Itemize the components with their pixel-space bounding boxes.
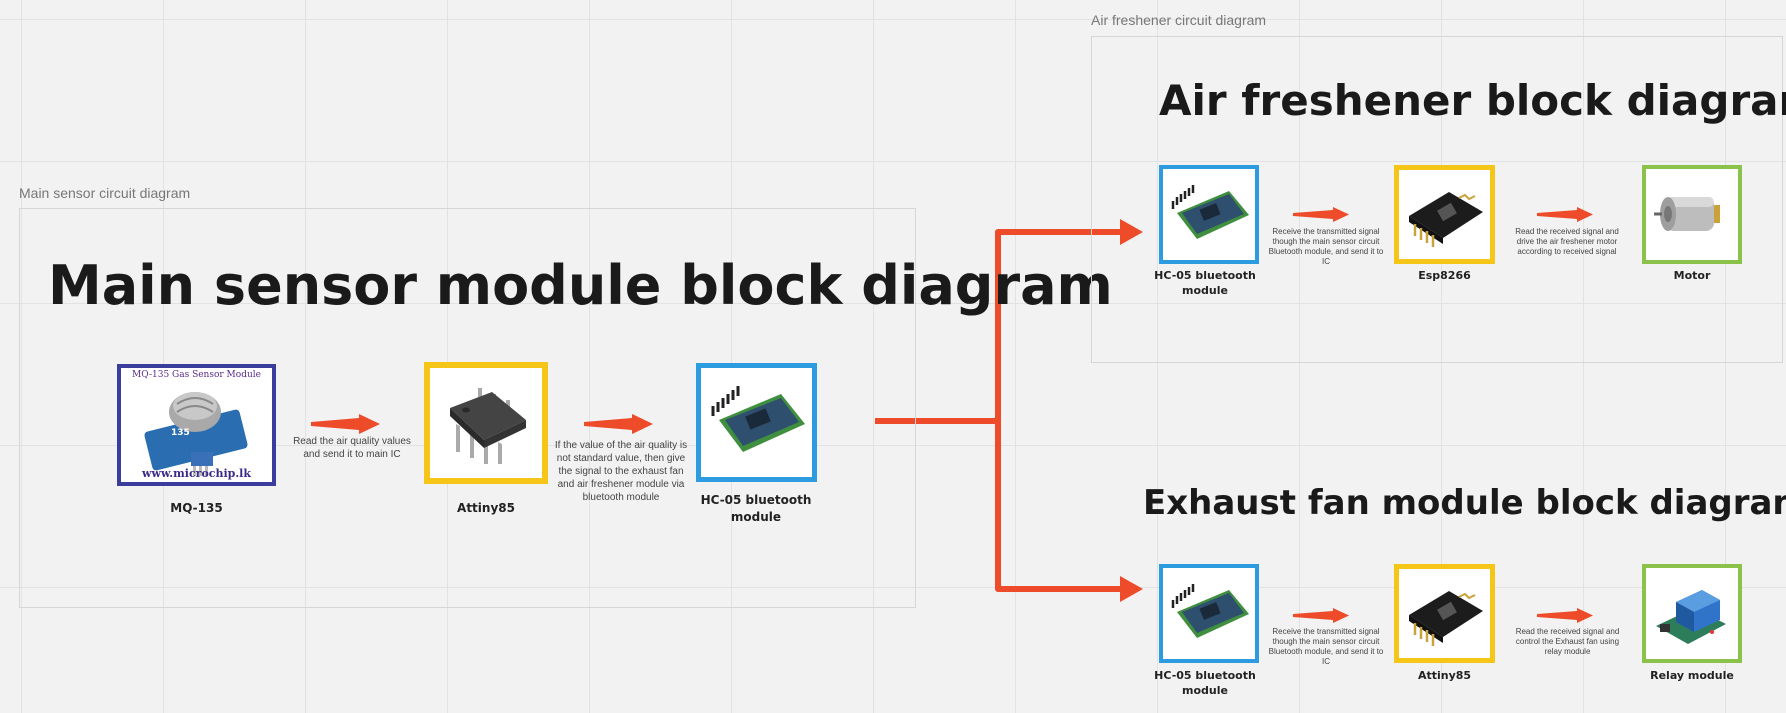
- freshener-frame[interactable]: [1091, 36, 1783, 363]
- hc05-main-box[interactable]: [696, 363, 817, 482]
- attiny85-caption: Attiny85: [457, 501, 515, 515]
- dc-motor-icon: [1654, 197, 1720, 231]
- exhaust-title: Exhaust fan module block diagram: [1143, 483, 1786, 523]
- exhaust-attiny-box[interactable]: [1394, 564, 1495, 663]
- hc05-exhaust-box[interactable]: [1159, 564, 1259, 663]
- mq135-box[interactable]: MQ-135 Gas Sensor Module 135 www.microch…: [117, 364, 276, 486]
- mq135-caption: MQ-135: [170, 501, 223, 515]
- exhaust-note-2: Read the received signal and control the…: [1515, 627, 1620, 656]
- connector-arrowhead-top: [1120, 219, 1143, 245]
- arrow-icon: [1537, 608, 1593, 623]
- mq135-url: www.microchip.lk: [142, 467, 251, 480]
- bluetooth-module-icon: [1171, 185, 1249, 239]
- main-note-2: If the value of the air quality is not s…: [554, 440, 688, 503]
- hc05-freshener-box[interactable]: [1159, 165, 1259, 264]
- arrow-icon: [1293, 207, 1349, 222]
- main-note-1: Read the air quality values and send it …: [293, 436, 411, 460]
- gas-sensor-icon: [144, 392, 248, 476]
- freshener-frame-label: Air freshener circuit diagram: [1091, 12, 1267, 28]
- relay-caption: Relay module: [1650, 669, 1734, 682]
- arrow-icon: [1537, 207, 1593, 222]
- bluetooth-module-icon: [1171, 584, 1249, 638]
- arrow-icon: [311, 414, 380, 434]
- esp8266-box[interactable]: [1394, 165, 1495, 264]
- freshener-note-1: Receive the transmitted signal though th…: [1268, 227, 1384, 266]
- main-frame[interactable]: [19, 208, 916, 608]
- relay-module-icon: [1656, 590, 1726, 644]
- wifi-module-icon: [1409, 192, 1483, 247]
- freshener-title: Air freshener block diagram: [1159, 76, 1786, 125]
- attiny85-box[interactable]: [424, 362, 548, 484]
- ic-chip-icon: [450, 388, 526, 464]
- relay-box[interactable]: [1642, 564, 1742, 663]
- mq135-module-title: MQ-135 Gas Sensor Module: [132, 370, 261, 380]
- motor-box[interactable]: [1642, 165, 1742, 264]
- bluetooth-module-icon: [711, 386, 805, 452]
- exhaust-attiny-caption: Attiny85: [1417, 669, 1472, 682]
- hc05-exhaust-caption: HC-05 bluetooth module: [1154, 669, 1256, 697]
- motor-caption: Motor: [1673, 269, 1711, 282]
- main-title: Main sensor module block diagram: [48, 254, 1113, 317]
- wifi-module-icon: [1409, 591, 1483, 646]
- mq135-sensor-mark: 135: [171, 428, 190, 438]
- freshener-note-2: Read the received signal and drive the a…: [1515, 227, 1619, 256]
- arrow-icon: [1293, 608, 1349, 623]
- connector-arrowhead-bottom: [1120, 576, 1143, 602]
- arrow-icon: [584, 414, 653, 434]
- main-frame-label: Main sensor circuit diagram: [19, 185, 191, 201]
- hc05-freshener-caption: HC-05 bluetooth module: [1154, 269, 1256, 297]
- hc05-main-caption: HC-05 bluetooth module: [700, 493, 812, 524]
- esp8266-caption: Esp8266: [1418, 269, 1471, 282]
- exhaust-note-1: Receive the transmitted signal though th…: [1268, 627, 1384, 666]
